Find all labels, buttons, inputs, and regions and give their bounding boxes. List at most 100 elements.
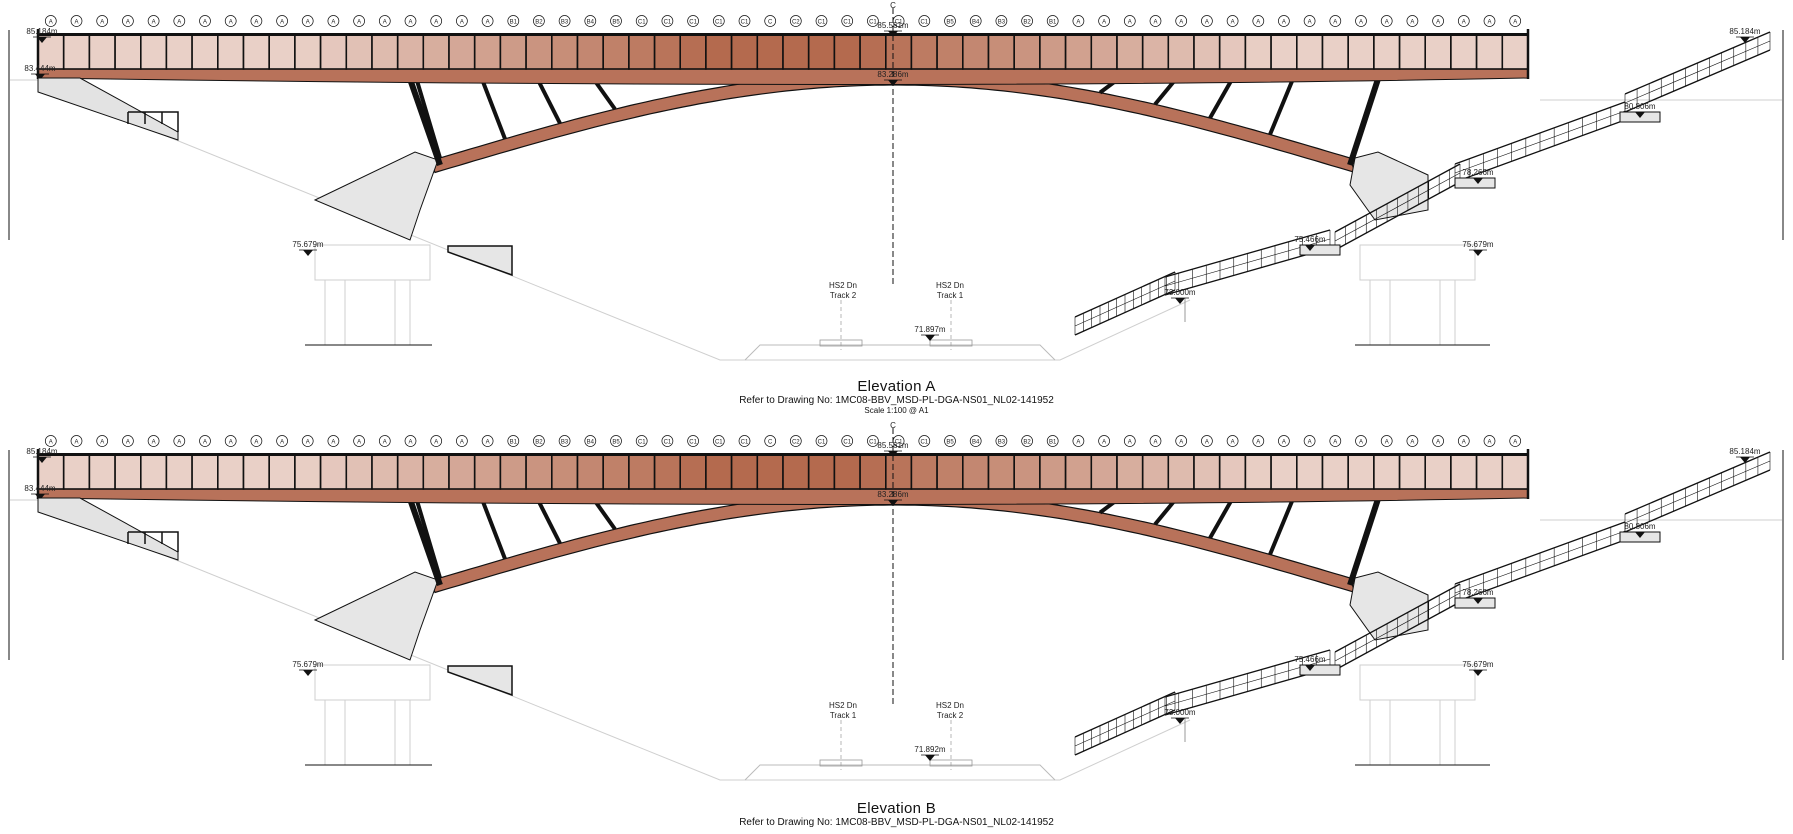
deck-panel-30 [807,454,836,490]
panel-marker-11: A [331,20,335,26]
rail-level-mark-label: 71.897m [914,325,945,334]
deck-panel-14 [396,34,425,70]
deck-panel-4 [140,34,168,70]
elevation-a-title: Elevation A [857,378,936,395]
deck-panel-8 [242,34,271,70]
panel-marker-circle-7 [224,15,237,27]
panel-marker-circle-39 [1046,15,1059,27]
panel-marker-circle-49 [1303,435,1316,447]
deck-panel-18 [499,454,527,490]
deck-panel-21 [576,454,605,490]
panel-marker-19: B2 [535,20,543,26]
panel-marker-circle-36 [969,435,982,447]
panel-marker-4: A [152,440,156,446]
panel-marker-circle-40 [1072,435,1085,447]
abutment-right-level-triangle [1473,250,1483,256]
landing-upper-level-label: 80.806m [1624,522,1655,531]
deck-panel-43 [1141,454,1170,490]
panel-marker-39: B1 [1049,20,1057,26]
landing-low-level-triangle [1175,718,1185,724]
panel-marker-57: A [1513,440,1517,446]
deck-panel-57 [1501,34,1529,70]
panel-marker-circle-55 [1457,15,1470,27]
deck-panel-35 [936,454,964,490]
panel-marker-15: A [434,440,438,446]
panel-marker-14: A [408,440,412,446]
deck-panel-38 [1013,34,1041,70]
panel-marker-circle-27 [738,435,751,447]
deck-panel-52 [1373,454,1401,490]
panel-marker-14: A [408,20,412,26]
deck-panel-24 [653,34,682,70]
deck-panel-47 [1244,34,1272,70]
deck-panel-20 [550,454,579,490]
deck-panel-16 [448,454,476,490]
panel-marker-circle-49 [1303,15,1316,27]
panel-marker-circle-0 [44,435,57,447]
panel-marker-circle-32 [867,435,879,447]
panel-marker-circle-28 [764,435,777,447]
deck-panel-32 [859,454,887,490]
abutment-left-level-triangle [303,670,313,676]
deck-panel-33 [884,454,913,490]
panel-marker-5: A [177,440,181,446]
panel-marker-circle-14 [404,15,417,27]
panel-marker-41: A [1102,440,1106,446]
panel-marker-9: A [280,440,284,446]
panel-marker-circle-48 [1278,435,1290,447]
panel-marker-32: C1 [869,440,877,446]
abutment-right-level-label: 75.679m [1462,660,1493,669]
panel-marker-circle-17 [481,435,494,447]
panel-marker-39: B1 [1049,440,1057,446]
left-lower-wing [447,245,513,277]
centerline-mark: C [890,1,896,10]
panel-marker-circle-36 [969,15,982,27]
panel-marker-circle-16 [456,15,468,27]
panel-marker-55: A [1462,440,1466,446]
panel-marker-circle-54 [1432,435,1444,447]
deck-panel-45 [1193,34,1221,70]
panel-marker-circle-27 [738,15,751,27]
panel-marker-48: A [1282,20,1286,26]
panel-marker-4: A [152,20,156,26]
deck-left-level-label: 85.184m [26,27,57,36]
panel-marker-circle-19 [533,15,545,27]
landing-upper-level-triangle [1635,112,1645,118]
deck-panel-41 [1090,34,1118,70]
panel-marker-circle-23 [635,435,648,447]
track-right-label-2: Track 1 [937,291,964,300]
panel-marker-circle-53 [1406,15,1419,27]
panel-marker-19: B2 [535,440,543,446]
deck-panel-53 [1398,34,1427,70]
panel-marker-24: C1 [664,440,672,446]
deck-panel-46 [1218,34,1247,70]
deck-panel-26 [705,454,733,490]
landing-low-level-triangle [1175,298,1185,304]
deck-panel-45 [1193,454,1221,490]
panel-marker-46: A [1231,440,1235,446]
panel-marker-28: C [768,20,773,26]
deck-right-level-triangle [1740,37,1750,43]
rail-level-mark-label: 71.892m [914,745,945,754]
panel-marker-circle-24 [661,435,674,447]
deck-top-chord [38,453,1528,456]
panel-marker-circle-42 [1123,15,1136,27]
panel-marker-circle-7 [224,435,237,447]
deck-center-level-label: 85.561m [877,21,908,30]
panel-marker-circle-10 [301,435,314,447]
deck-panel-39 [1039,34,1067,70]
panel-marker-circle-20 [558,435,571,447]
panel-marker-52: A [1385,440,1389,446]
panel-marker-43: A [1153,440,1157,446]
deck-panel-44 [1167,454,1195,490]
panel-marker-31: C1 [843,20,851,26]
deck-panel-15 [422,454,450,490]
track-left-label-2: Track 1 [830,711,857,720]
panel-marker-35: B5 [946,440,954,446]
panel-marker-23: C1 [638,440,646,446]
strut-1 [478,73,507,140]
panel-marker-42: A [1128,20,1132,26]
panel-marker-0: A [49,440,53,446]
deck-panel-34 [910,34,938,70]
deck-bottom-flange [37,68,1529,85]
